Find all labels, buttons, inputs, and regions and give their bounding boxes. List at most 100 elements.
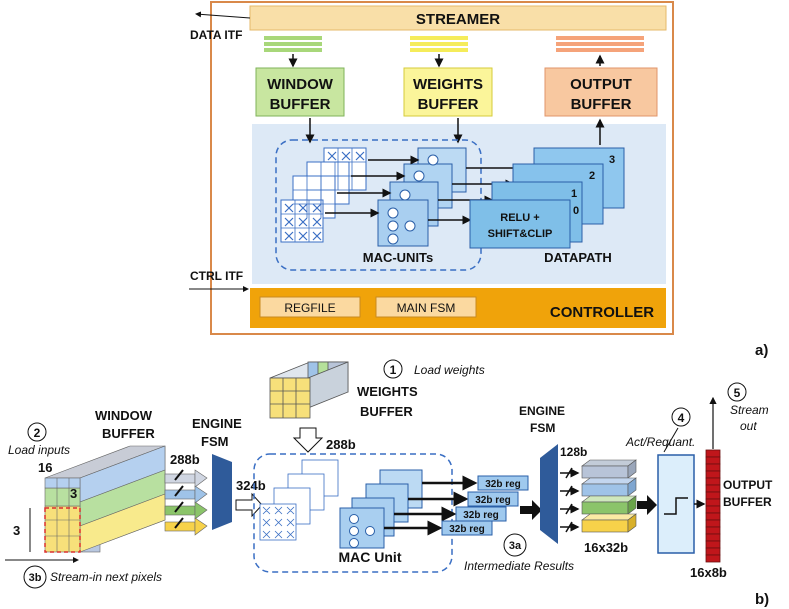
relu-line1: RELU + bbox=[500, 212, 539, 224]
main-fsm-box bbox=[375, 296, 477, 318]
step-2-number: 2 bbox=[34, 426, 41, 440]
panel-b-label: b) bbox=[755, 591, 769, 608]
data-itf-arrow bbox=[195, 11, 251, 19]
step-3b-label: 3b bbox=[29, 572, 42, 584]
reg-label-0: 32b reg bbox=[485, 479, 521, 490]
weights-buffer-box bbox=[403, 67, 493, 117]
weights-buffer-b-line1: WEIGHTS bbox=[357, 384, 418, 399]
accelerator-border bbox=[210, 1, 674, 335]
mac-units bbox=[377, 147, 467, 247]
act-requant-leader bbox=[663, 427, 679, 453]
regfile-box bbox=[259, 296, 361, 318]
step-function-icon bbox=[664, 497, 688, 515]
intermediate-label: Intermediate Results bbox=[464, 559, 574, 573]
window-selection bbox=[44, 507, 81, 553]
b16x8-label: 16x8b bbox=[690, 565, 727, 580]
streamer-bar bbox=[249, 5, 667, 31]
weights-buffer-line1: WEIGHTS bbox=[413, 76, 483, 93]
engine-fsm-left-mux bbox=[212, 454, 232, 530]
weights-fifo bbox=[410, 36, 468, 52]
engine-fsm-right-line1: ENGINE bbox=[519, 404, 565, 418]
window-buffer-line1: WINDOW bbox=[267, 76, 334, 93]
three-left-label: 3 bbox=[13, 523, 20, 538]
datapath-index-3: 3 bbox=[609, 154, 615, 166]
reg-label-3: 32b reg bbox=[449, 524, 485, 535]
b288-top-label: 288b bbox=[326, 437, 356, 452]
fsm-to-intermediate-arrows bbox=[560, 467, 580, 533]
datapath-label: DATAPATH bbox=[544, 250, 612, 265]
main-fsm-label: MAIN FSM bbox=[397, 301, 456, 315]
engine-fsm-right-mux bbox=[540, 444, 558, 544]
three-top-label: 3 bbox=[70, 486, 77, 501]
window-buffer-box bbox=[255, 67, 345, 117]
reg-label-1: 32b reg bbox=[475, 495, 511, 506]
input-stream-arrows bbox=[164, 469, 208, 536]
step-1-number: 1 bbox=[390, 363, 397, 377]
sixteen-label: 16 bbox=[38, 460, 52, 475]
output-buffer-line2: BUFFER bbox=[571, 96, 632, 113]
b324-arrow bbox=[235, 492, 263, 518]
step-4-number: 4 bbox=[678, 411, 685, 425]
b128-label: 128b bbox=[560, 445, 587, 459]
regfile-label: REGFILE bbox=[284, 301, 335, 315]
window-fifo bbox=[264, 36, 322, 52]
datapath-index-2: 2 bbox=[589, 170, 595, 182]
reg-boxes bbox=[441, 475, 529, 536]
output-buffer-column bbox=[705, 449, 721, 563]
mac-units-label: MAC-UNITs bbox=[363, 250, 434, 265]
reg-to-fsm-arrow bbox=[520, 500, 542, 520]
relu-line2: SHIFT&CLIP bbox=[488, 228, 553, 240]
window-buffer-line2: BUFFER bbox=[270, 96, 331, 113]
mac-grids bbox=[280, 147, 367, 243]
output-buffer-line1: OUTPUT bbox=[570, 76, 632, 93]
b288-left-label: 288b bbox=[170, 452, 200, 467]
weights-buffer-cube bbox=[269, 361, 349, 419]
window-buffer-cube bbox=[44, 445, 166, 553]
engine-fsm-right-line2: FSM bbox=[530, 421, 555, 435]
mac-to-reg-arrows bbox=[384, 475, 478, 536]
step-3a-label: 3a bbox=[509, 540, 522, 552]
step-3a-badge bbox=[503, 533, 527, 557]
mac-unit-label: MAC Unit bbox=[339, 549, 402, 565]
output-buffer-box bbox=[544, 67, 658, 117]
engine-fsm-left-line1: ENGINE bbox=[192, 416, 242, 431]
intermediate-to-act-arrow bbox=[637, 495, 657, 515]
output-buffer-b-line1: OUTPUT bbox=[723, 478, 773, 492]
data-itf-label: DATA ITF bbox=[190, 28, 242, 42]
intermediate-results-stack bbox=[581, 459, 637, 533]
b16x32-label: 16x32b bbox=[584, 540, 628, 555]
engine-fsm-left-line2: FSM bbox=[201, 434, 228, 449]
streamer-label: STREAMER bbox=[416, 11, 500, 28]
stream-out-line1: Stream bbox=[730, 403, 769, 417]
b288-down-arrow bbox=[292, 427, 324, 453]
window-buffer-b-line1: WINDOW bbox=[95, 408, 153, 423]
output-fifo bbox=[556, 36, 644, 52]
step-2-badge bbox=[27, 422, 47, 442]
step-4-badge bbox=[671, 407, 691, 427]
datapath-index-0: 0 bbox=[573, 205, 579, 217]
step-5-number: 5 bbox=[734, 386, 741, 400]
datapath-blocks bbox=[469, 147, 625, 249]
reg-label-2: 32b reg bbox=[463, 510, 499, 521]
load-weights-label: Load weights bbox=[414, 363, 485, 377]
panel-a-label: a) bbox=[755, 342, 768, 359]
controller-label: CONTROLLER bbox=[550, 304, 654, 321]
panel-b: 1 Load weights WEIGHTS BUFFER 2 Load inp… bbox=[5, 359, 773, 608]
weights-buffer-line2: BUFFER bbox=[418, 96, 479, 113]
b324-label: 324b bbox=[236, 478, 266, 493]
act-requant-label: Act/Requant. bbox=[625, 435, 695, 449]
ctrl-itf-label: CTRL ITF bbox=[190, 269, 243, 283]
output-buffer-b-line2: BUFFER bbox=[723, 495, 772, 509]
weights-buffer-b-line2: BUFFER bbox=[360, 404, 413, 419]
stream-in-label: Stream-in next pixels bbox=[50, 570, 162, 584]
mac-unit-grids bbox=[259, 459, 339, 541]
datapath-index-1: 1 bbox=[571, 188, 577, 200]
step-3b-badge bbox=[23, 565, 47, 589]
load-inputs-label: Load inputs bbox=[8, 443, 70, 457]
window-buffer-b-line2: BUFFER bbox=[102, 426, 155, 441]
stream-out-line2: out bbox=[740, 419, 757, 433]
panel-a: STREAMER DATA ITF WINDOW BUFFER WEIGHTS … bbox=[189, 1, 768, 359]
step-1-badge bbox=[383, 359, 403, 379]
step-5-badge bbox=[727, 382, 747, 402]
